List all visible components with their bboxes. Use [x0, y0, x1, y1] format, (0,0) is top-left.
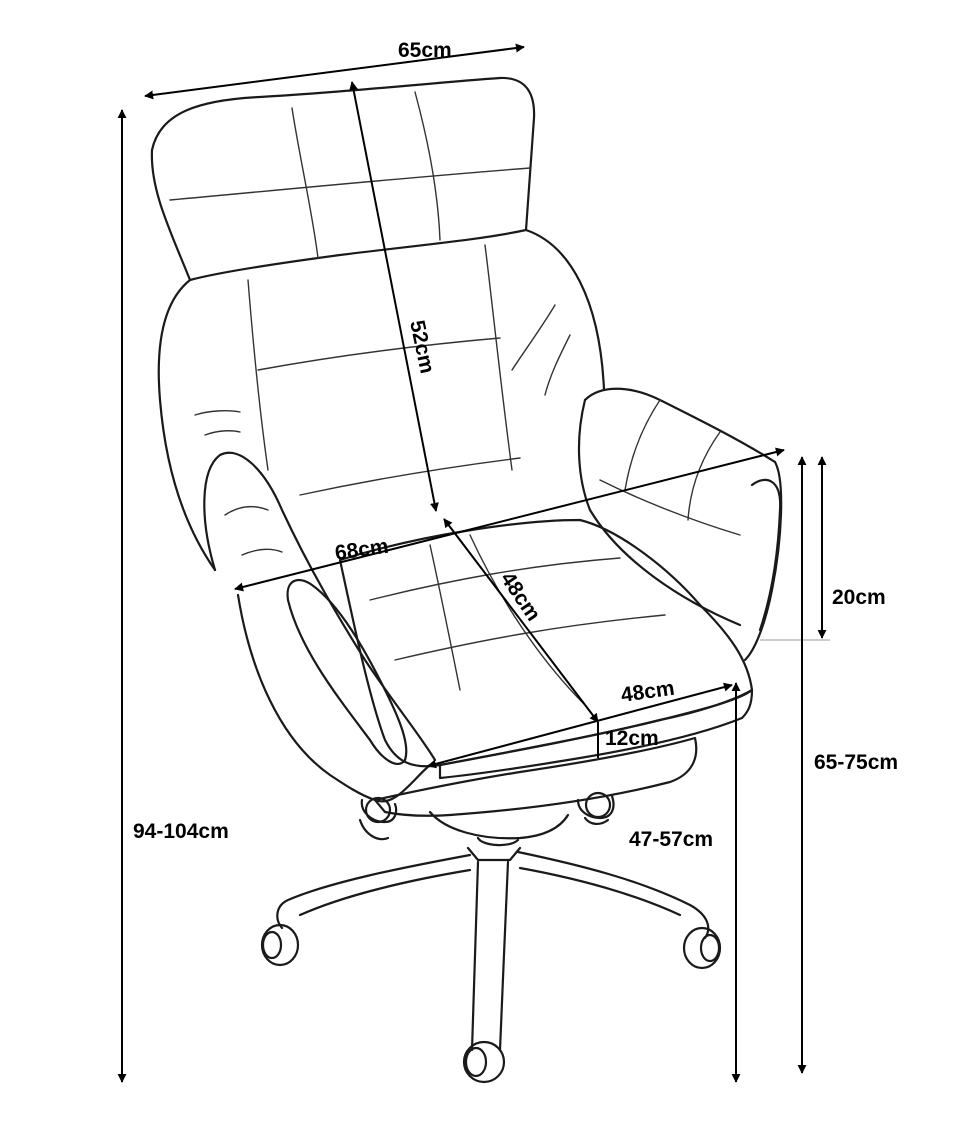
- dim-headrest-width-line: [144, 43, 525, 100]
- dimension-lines: [117, 43, 830, 1083]
- left-armrest: [203, 451, 437, 803]
- backrest: [157, 228, 606, 572]
- dimension-labels: 65cm 52cm 68cm 48cm 48cm 12cm 20cm 65-75…: [133, 39, 898, 851]
- dim-seat-depth-line: [443, 518, 599, 723]
- label-total-height: 94-104cm: [133, 820, 229, 843]
- star-base: [276, 816, 710, 1052]
- label-overall-width: 68cm: [333, 535, 389, 565]
- headrest: [150, 76, 536, 282]
- dim-backrest-height-line: [349, 81, 439, 512]
- caster-wheels: [260, 791, 722, 1084]
- label-headrest-width: 65cm: [398, 39, 452, 62]
- label-seat-thickness: 12cm: [605, 727, 659, 750]
- seat-cushion: [338, 518, 754, 817]
- right-armrest: [577, 387, 783, 662]
- dim-overall-width-line: [234, 447, 785, 592]
- label-armrest-height: 20cm: [832, 586, 886, 609]
- chair-illustration: [150, 76, 783, 1084]
- label-arm-floor-height: 65-75cm: [814, 751, 898, 774]
- gas-lift-column: [360, 794, 615, 862]
- dim-seat-width-line: [427, 682, 733, 769]
- label-seat-height: 47-57cm: [629, 828, 713, 851]
